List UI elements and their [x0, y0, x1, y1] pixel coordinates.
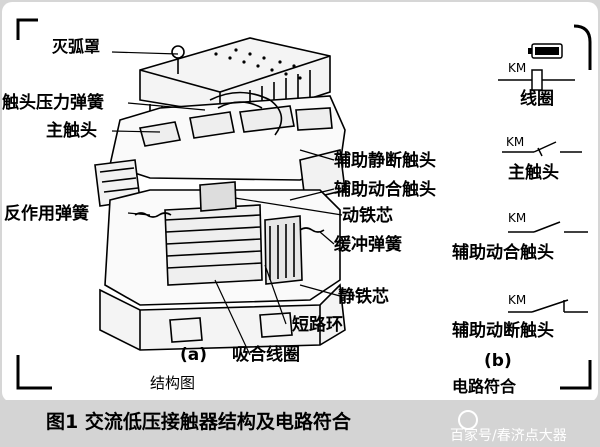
watermark: 百家号/春济点大器 [450, 410, 567, 444]
label-static-iron-core: 静铁芯 [338, 286, 389, 307]
label-main-contact: 主触头 [46, 120, 97, 141]
label-aux-static-nc-contact: 辅助静断触头 [334, 150, 436, 171]
label-reaction-spring: 反作用弹簧 [4, 203, 89, 224]
circuit-symbols [498, 69, 588, 313]
aux-no-contact-symbol [508, 221, 588, 233]
label-contact-pressure-spring: 触头压力弹簧 [1, 92, 104, 113]
label-arc-chute: 灭弧罩 [51, 37, 100, 56]
km-label-main: KM [506, 135, 524, 149]
battery-icon [528, 43, 563, 59]
label-aux-no-contact-symbol: 辅助动合触头 [452, 242, 554, 263]
corner-brackets [16, 18, 592, 390]
label-coil: 线圈 [520, 88, 554, 109]
label-main-contact-symbol: 主触头 [508, 162, 559, 183]
label-shorting-ring: 短路环 [292, 314, 343, 335]
contactor-drawing [94, 37, 346, 351]
km-label-aux-no: KM [508, 211, 526, 225]
main-contact-symbol [502, 141, 582, 157]
aux-nc-contact-symbol [508, 299, 588, 313]
km-label-aux-nc: KM [508, 293, 526, 307]
label-aux-nc-contact-symbol: 辅助动断触头 [452, 320, 554, 341]
panel-a-labels: 灭弧罩 触头压力弹簧 主触头 辅助静断触头 辅助动合触头 动铁芯 缓冲弹簧 反作… [1, 37, 436, 392]
km-label-coil: KM [508, 61, 526, 75]
label-pull-in-coil: 吸合线圈 [232, 344, 300, 365]
label-moving-iron-core: 动铁芯 [342, 205, 393, 226]
panel-a-marker: (a) [180, 345, 207, 365]
panel-b-labels: KM 线圈 KM 主触头 KM 辅助动合触头 KM 辅助动断触头 (b) 电路符… [452, 61, 559, 396]
leader-lines [111, 51, 343, 356]
label-buffer-spring: 缓冲弹簧 [334, 234, 402, 255]
panel-a-caption: 结构图 [150, 374, 195, 392]
panel-b-marker: (b) [484, 351, 512, 371]
watermark-text: 百家号/春济点大器 [450, 427, 567, 444]
watermark-logo-icon [458, 410, 478, 430]
panel-b-caption: 电路符合 [452, 377, 517, 396]
caption-band [0, 400, 600, 447]
figure-caption: 图1 交流低压接触器结构及电路符合 [46, 410, 352, 433]
coil-symbol [498, 69, 575, 91]
label-aux-moving-no-contact: 辅助动合触头 [334, 179, 436, 200]
